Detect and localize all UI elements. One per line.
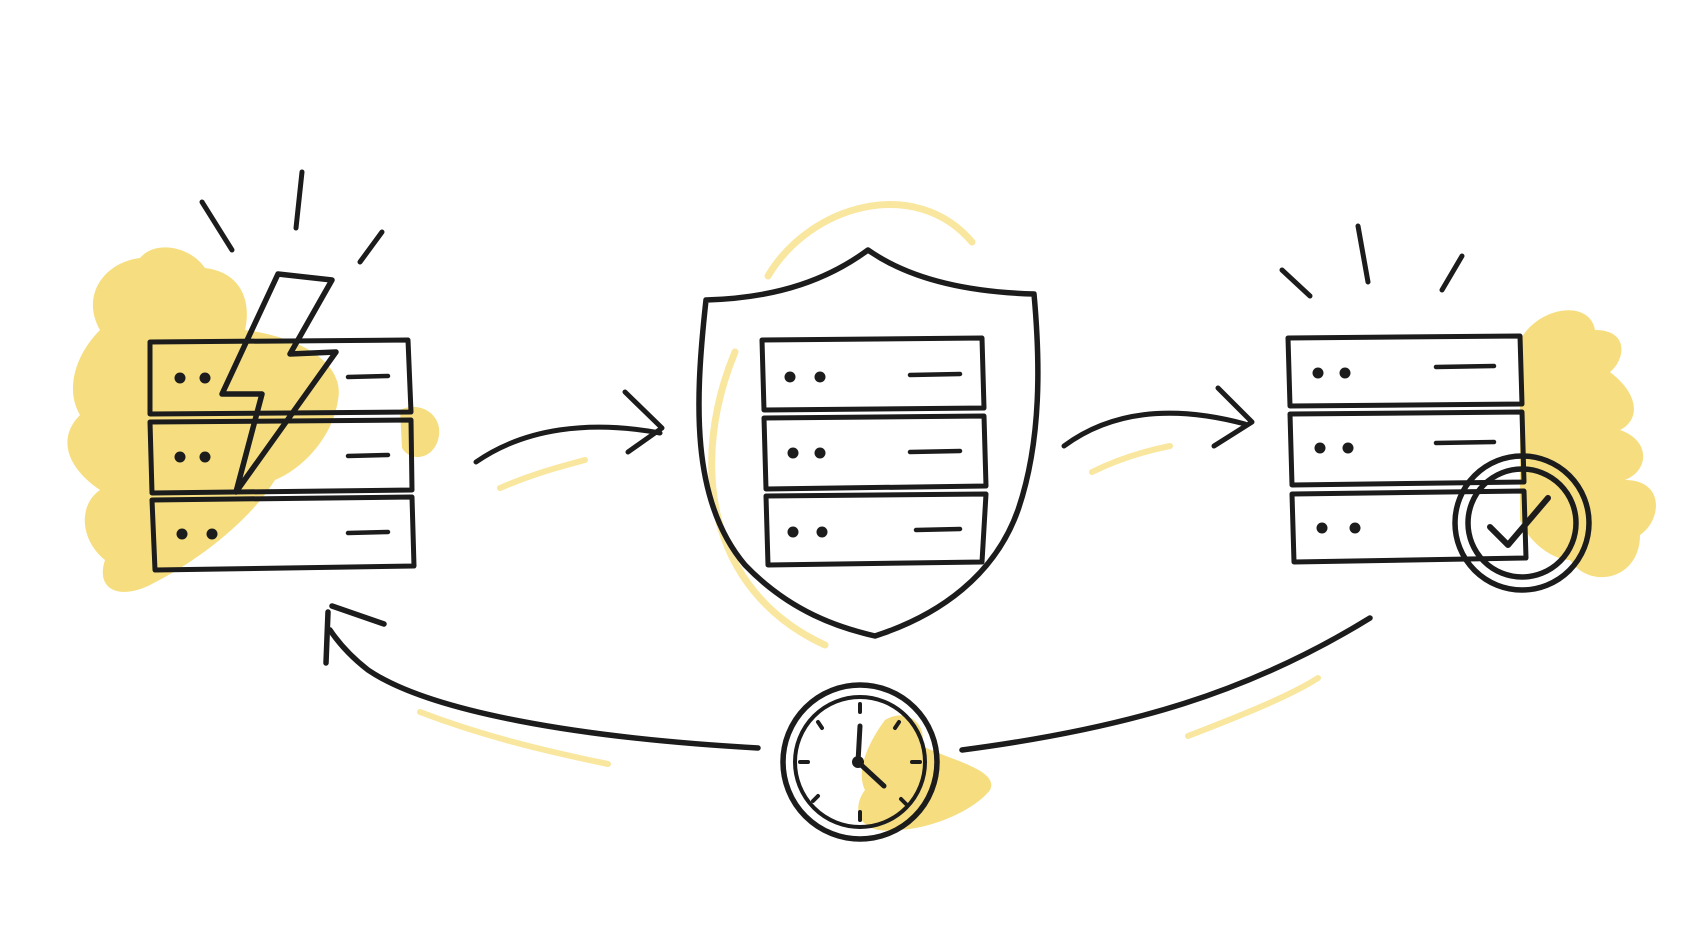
server-unit [1285, 333, 1525, 409]
server-unit [1289, 488, 1529, 565]
yellow-highlight [497, 457, 588, 491]
spark-line [357, 229, 385, 265]
checkmark-icon [1487, 495, 1551, 548]
spark-line [1279, 267, 1313, 299]
server-unit [763, 491, 989, 568]
yellow-highlight [1185, 675, 1321, 739]
check-badge-icon [1452, 453, 1592, 593]
server-unit [149, 494, 417, 573]
server-unit [761, 413, 989, 492]
server-unit [147, 337, 414, 417]
protected-server-node [696, 201, 1041, 649]
server-unit [147, 417, 415, 496]
yellow-highlight [1089, 443, 1173, 475]
spark-line [1439, 253, 1465, 293]
clock-icon [780, 682, 992, 842]
spark-line [1355, 223, 1371, 285]
yellow-highlight [764, 201, 976, 280]
spark-line [199, 199, 235, 253]
arrow-right-icon [473, 389, 665, 491]
shield-icon [696, 247, 1041, 639]
failing-server-node [67, 169, 440, 592]
return-arrow-icon [323, 603, 1373, 767]
lightning-bolt-icon [219, 271, 339, 495]
server-unit [1287, 409, 1527, 488]
spark-line [293, 169, 305, 231]
arrow-right-icon [1061, 385, 1255, 475]
server-unit [759, 335, 987, 413]
yellow-highlight [417, 709, 611, 767]
restored-server-node [1279, 223, 1656, 593]
yellow-highlight [1520, 310, 1656, 578]
